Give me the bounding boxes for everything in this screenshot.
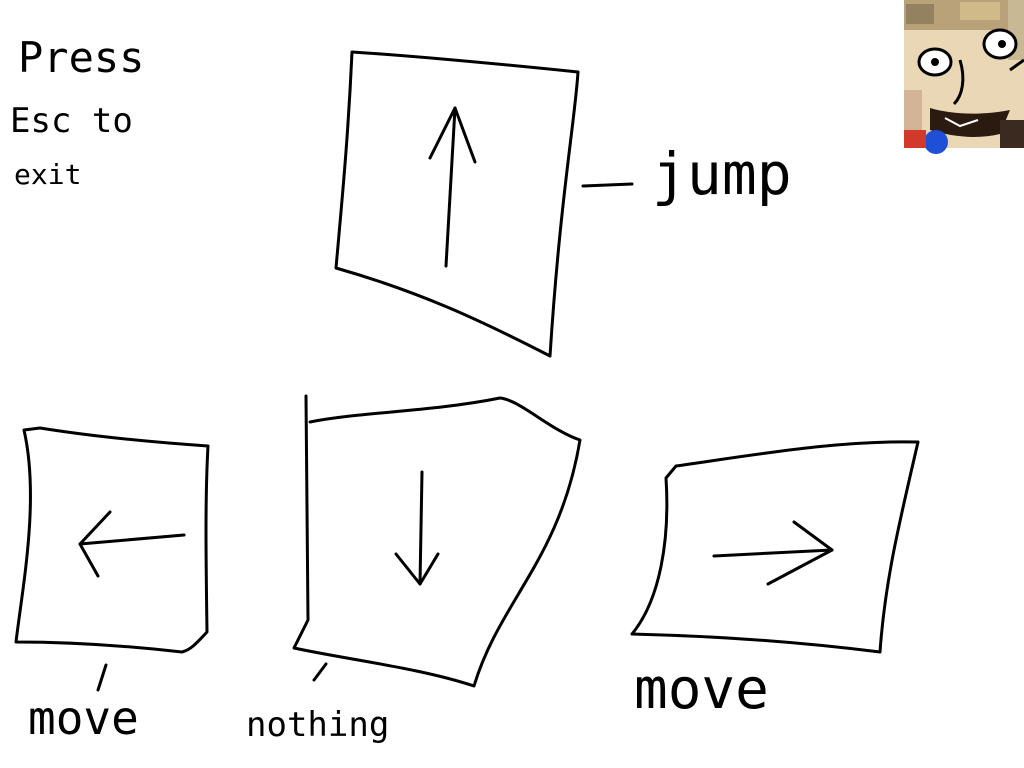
instruction-line-exit: exit — [14, 158, 81, 191]
down-tick-mark — [312, 662, 328, 682]
right-arrow-key — [630, 440, 920, 654]
left-arrow-key — [14, 426, 210, 654]
left-key-label: move — [28, 691, 139, 745]
arrow-down-icon — [394, 470, 440, 586]
instruction-line-esc: Esc to — [10, 101, 133, 141]
arrow-left-icon — [78, 510, 186, 578]
right-key-label: move — [634, 657, 769, 722]
arrow-up-icon — [428, 106, 477, 268]
up-arrow-key — [334, 50, 580, 358]
up-key-label: jump — [652, 140, 792, 208]
arrow-right-icon — [712, 520, 834, 586]
cartoon-face-avatar — [904, 0, 1024, 154]
left-tick-mark — [96, 663, 108, 692]
jump-connector-line — [581, 182, 634, 188]
instruction-line-press: Press — [18, 33, 144, 82]
exit-instructions: Press Esc to exit — [10, 33, 144, 191]
down-arrow-key — [292, 394, 582, 688]
down-key-label: nothing — [246, 705, 389, 745]
